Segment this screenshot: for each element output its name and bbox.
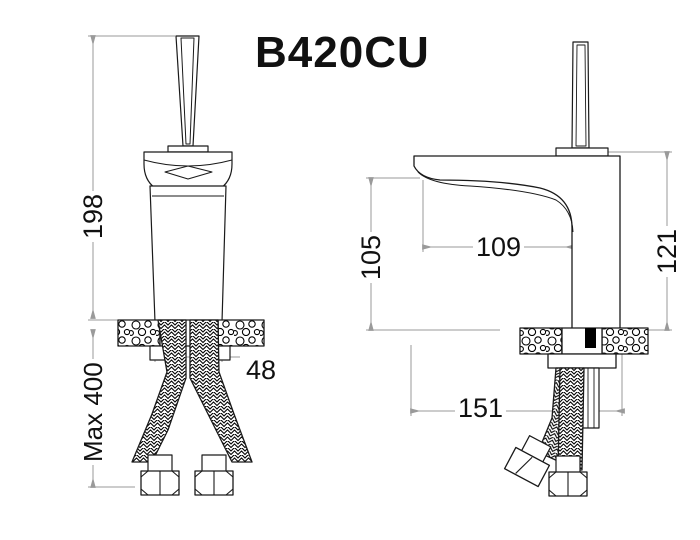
dimension-label-hose-max-400: Max 400 — [78, 359, 109, 465]
side-threaded-rod — [582, 367, 600, 429]
dimension-label-height-121: 121 — [652, 225, 683, 277]
side-braided-hoses — [537, 367, 585, 471]
dimension-label-depth-151: 151 — [455, 393, 507, 424]
side-mount-plate — [547, 353, 617, 369]
side-handle-collar — [555, 147, 609, 157]
dimension-label-spout-109: 109 — [473, 232, 525, 263]
dimension-label-height-198: 198 — [78, 190, 109, 242]
dimension-label-height-105: 105 — [356, 231, 387, 283]
front-handle-collar — [167, 145, 209, 153]
dimension-label-width-48: 48 — [243, 355, 280, 386]
front-body — [149, 185, 227, 323]
side-body-profile — [413, 155, 621, 331]
front-view-faucet — [117, 35, 265, 496]
front-spout-opening — [164, 165, 213, 180]
side-hose-fittings — [503, 435, 588, 497]
side-lever-handle — [571, 41, 590, 149]
drawing-title: B420CU — [255, 28, 430, 77]
side-countertop — [519, 327, 649, 355]
front-lever-handle — [175, 35, 200, 147]
side-view-faucet — [413, 41, 649, 497]
front-hose-fittings — [140, 454, 234, 496]
side-shank-slot — [585, 328, 596, 348]
